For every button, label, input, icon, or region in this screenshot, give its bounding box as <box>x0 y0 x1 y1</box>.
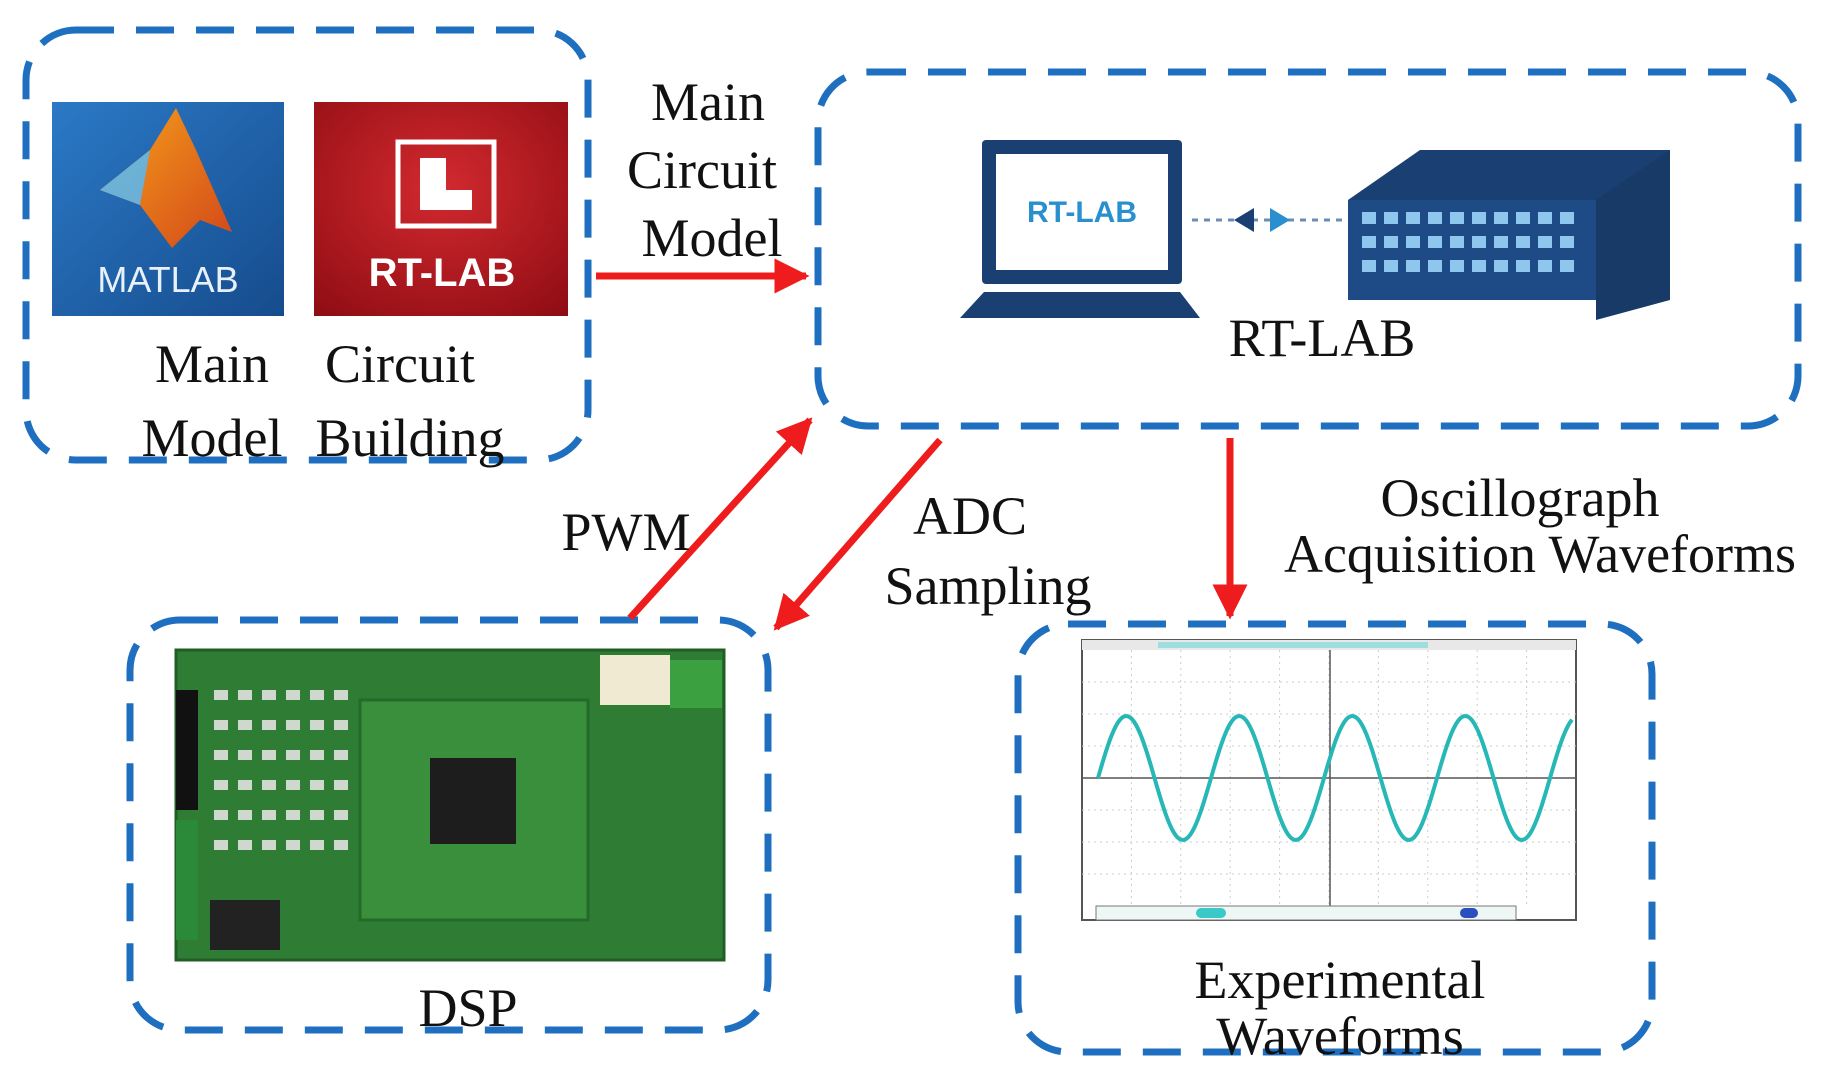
box-main-model <box>22 26 592 464</box>
label-circuit: Circuit <box>325 334 475 394</box>
dsp-board-image <box>174 648 726 962</box>
box-experimental <box>1014 620 1656 1056</box>
label-oscillograph: Oscillograph <box>1381 468 1660 528</box>
rtlab-logo: RT-LAB <box>314 102 568 316</box>
label-adc: ADC <box>913 486 1027 546</box>
matlab-logo-text: MATLAB <box>97 259 238 300</box>
oscilloscope-screen-image <box>1081 639 1577 921</box>
label-waveforms: Waveforms <box>1216 1006 1464 1066</box>
label-main: Main <box>155 334 269 394</box>
simulator-rack-icon <box>1348 150 1670 320</box>
arrow-adc <box>773 437 943 631</box>
label-arrow-main: Main <box>651 72 765 132</box>
label-dsp: DSP <box>418 978 517 1038</box>
matlab-logo: MATLAB <box>52 102 284 316</box>
laptop-screen-text: RT-LAB <box>1027 196 1137 229</box>
label-acquisition-waveforms: Acquisition Waveforms <box>1284 524 1796 584</box>
label-experimental: Experimental <box>1195 950 1486 1010</box>
label-rtlab: RT-LAB <box>1229 308 1416 368</box>
label-arrow-circuit: Circuit <box>627 140 777 200</box>
label-sampling: Sampling <box>884 556 1091 616</box>
label-arrow-model: Model <box>642 208 783 268</box>
laptop-simulator-link <box>1192 208 1346 232</box>
box-rtlab <box>814 68 1802 430</box>
rtlab-logo-text: RT-LAB <box>369 251 516 295</box>
laptop-icon: RT-LAB <box>960 140 1200 318</box>
label-pwm: PWM <box>561 502 690 562</box>
label-model: Model <box>142 408 283 468</box>
label-building: Building <box>315 408 504 468</box>
arrow-pwm <box>627 417 813 621</box>
box-dsp <box>126 616 772 1034</box>
